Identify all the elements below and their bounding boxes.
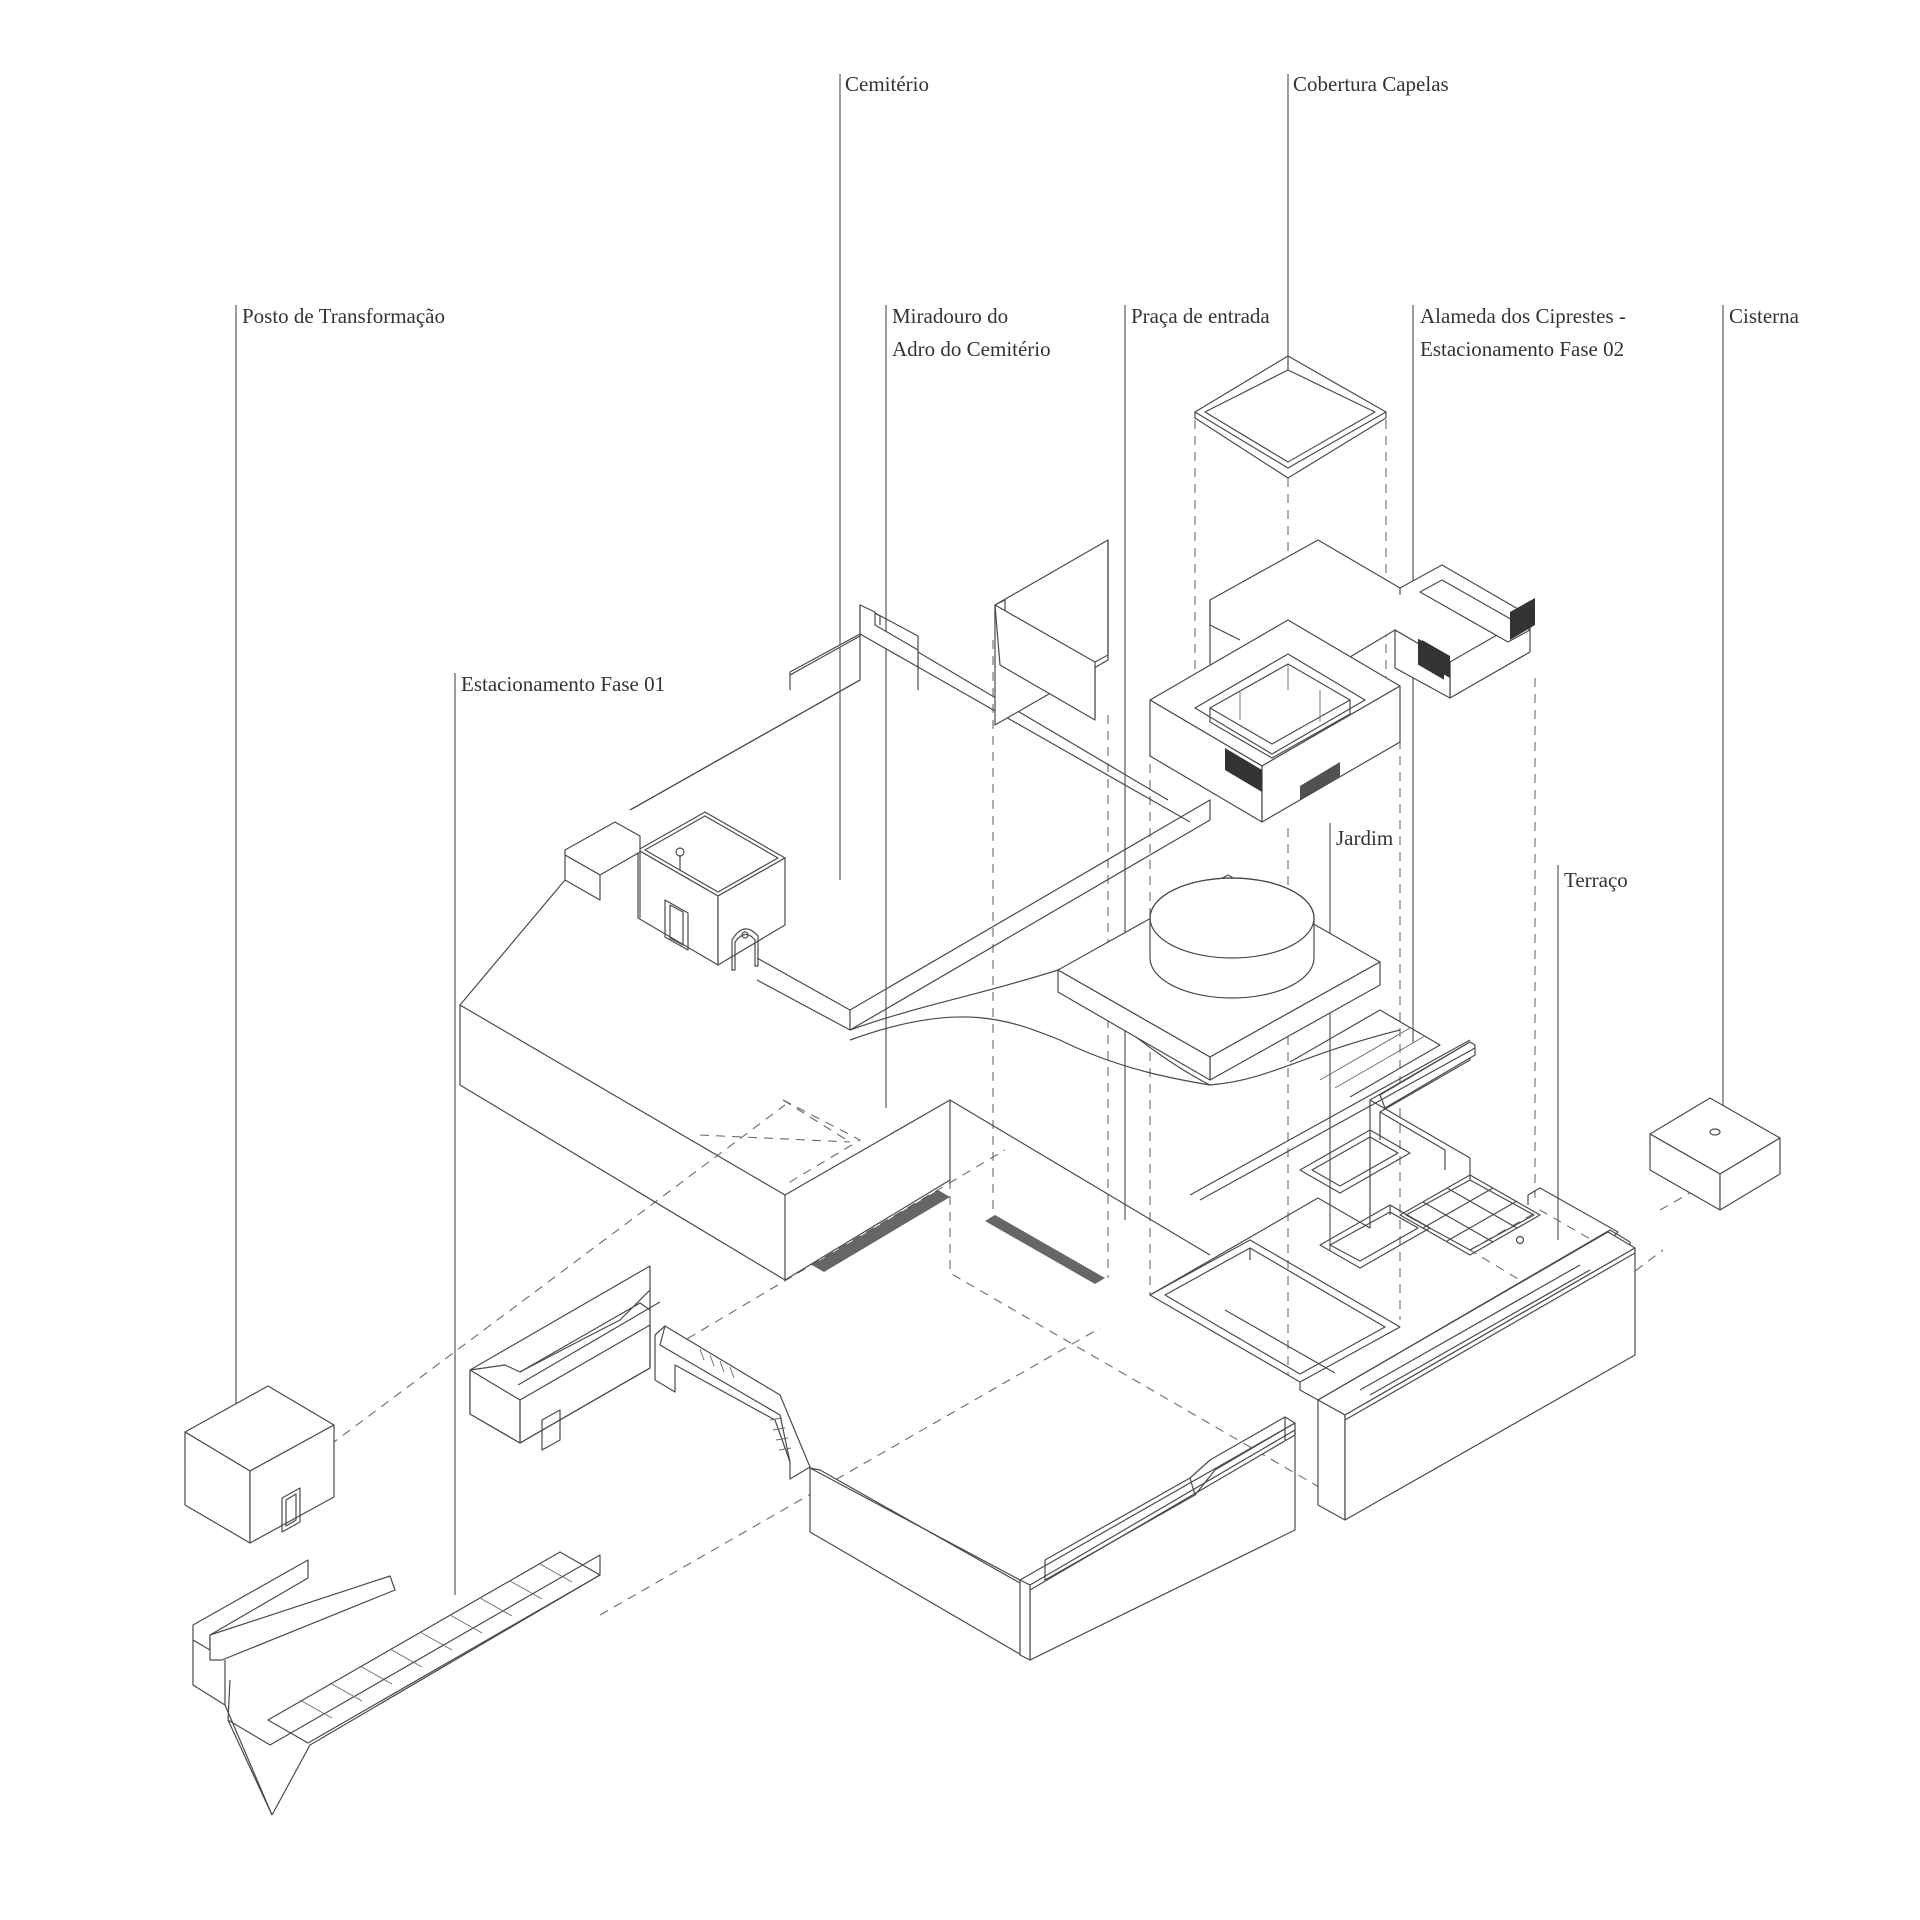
- praca-de-entrada: [1057, 874, 1441, 1098]
- stair-wall-piece: [469, 1265, 811, 1480]
- label-cisterna-line1: Cisterna: [1729, 304, 1799, 328]
- cemiterio-back-wall: [789, 604, 919, 676]
- capelas-block: [1149, 539, 1535, 823]
- label-cisterna: Cisterna: [1729, 300, 1799, 333]
- posto-transformacao-box: [184, 1385, 335, 1544]
- cemiterio-walls: [459, 604, 1211, 1281]
- label-terraco-line1: Terraço: [1564, 868, 1628, 892]
- label-estacionamento-fase01: Estacionamento Fase 01: [461, 668, 665, 701]
- label-jardim-line1: Jardim: [1336, 826, 1394, 850]
- estacionamento-fase-01: [192, 1551, 601, 1816]
- label-miradouro-line1: Miradouro do: [892, 304, 1009, 328]
- label-cobertura-capelas-line1: Cobertura Capelas: [1293, 72, 1449, 96]
- cobertura-capelas-roof: [1194, 355, 1387, 479]
- label-praca-line1: Praça de entrada: [1131, 304, 1270, 328]
- label-cemiterio: Cemitério: [845, 68, 929, 101]
- label-jardim: Jardim: [1336, 822, 1393, 855]
- label-posto-transformacao: Posto de Transformação: [242, 300, 445, 333]
- central-wall-piece: [994, 539, 1109, 726]
- label-alameda-line1: Alameda dos Ciprestes -: [1420, 304, 1626, 328]
- label-alameda-line2: Estacionamento Fase 02: [1420, 337, 1625, 361]
- label-praca-entrada: Praça de entrada: [1131, 300, 1270, 333]
- label-cemiterio-line1: Cemitério: [845, 72, 929, 96]
- label-posto-line1: Posto de Transformação: [242, 304, 445, 328]
- label-miradouro-line2: Adro do Cemitério: [892, 337, 1051, 361]
- label-alameda: Alameda dos Ciprestes - Estacionamento F…: [1420, 300, 1626, 366]
- label-cobertura-capelas: Cobertura Capelas: [1293, 68, 1449, 101]
- label-miradouro: Miradouro do Adro do Cemitério: [892, 300, 1051, 366]
- jardim-grid: [1399, 1174, 1541, 1256]
- label-estacionamento-line1: Estacionamento Fase 01: [461, 672, 666, 696]
- label-terraco: Terraço: [1564, 864, 1628, 897]
- lower-ramp-wall: [809, 1416, 1296, 1661]
- right-base-block: [1149, 1039, 1636, 1521]
- parking-stalls: [299, 1563, 573, 1719]
- stair-treads: [699, 1348, 792, 1451]
- cisterna-box: [1649, 1097, 1781, 1211]
